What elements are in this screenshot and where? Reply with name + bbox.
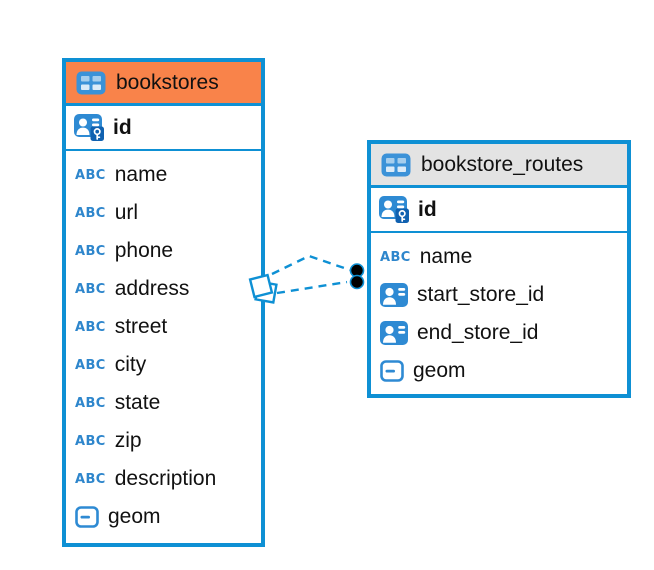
column-row[interactable]: ABC street xyxy=(66,308,261,346)
foreign-key-relationship[interactable] xyxy=(248,254,365,304)
primary-key-row[interactable]: id xyxy=(371,188,627,233)
column-name-label: phone xyxy=(114,239,174,262)
column-row[interactable]: ABC name xyxy=(371,238,627,276)
entity-bookstore-routes[interactable]: bookstore_routes id ABC name start_store_i… xyxy=(367,140,631,398)
primary-key-label: id xyxy=(418,197,437,221)
person-key-icon xyxy=(379,196,409,223)
abc-icon: ABC xyxy=(75,395,106,411)
column-name-label: name xyxy=(419,245,473,268)
abc-icon: ABC xyxy=(75,205,106,221)
relationship-dot-endpoint xyxy=(349,263,365,290)
column-name-label: zip xyxy=(114,429,142,452)
abc-icon: ABC xyxy=(75,319,106,335)
primary-key-row[interactable]: id xyxy=(66,106,261,151)
person-card-icon xyxy=(380,321,408,345)
column-row[interactable]: ABC url xyxy=(66,194,261,232)
abc-icon: ABC xyxy=(380,249,411,265)
column-row[interactable]: ABC phone xyxy=(66,232,261,270)
abc-icon: ABC xyxy=(75,243,106,259)
column-name-label: name xyxy=(114,163,168,186)
column-name-label: geom xyxy=(413,359,466,382)
column-row[interactable]: geom xyxy=(66,498,261,536)
abc-icon: ABC xyxy=(75,167,106,183)
column-row[interactable]: ABC name xyxy=(66,156,261,194)
column-row[interactable]: ABC city xyxy=(66,346,261,384)
column-name-label: state xyxy=(114,391,161,414)
relationship-line-upper xyxy=(271,254,351,276)
abc-icon: ABC xyxy=(75,281,106,297)
column-name-label: address xyxy=(114,277,190,300)
column-name-label: street xyxy=(114,315,168,338)
column-name-label: url xyxy=(114,201,139,224)
relationship-line-lower xyxy=(276,280,348,295)
column-row[interactable]: ABC zip xyxy=(66,422,261,460)
column-name-label: description xyxy=(114,467,217,490)
geometry-icon xyxy=(75,506,99,528)
primary-key-label: id xyxy=(113,115,132,139)
table-icon xyxy=(76,71,106,95)
geometry-icon xyxy=(380,360,404,382)
column-row[interactable]: ABC address xyxy=(66,270,261,308)
entity-bookstore-routes-title: bookstore_routes xyxy=(421,152,584,176)
table-icon xyxy=(381,153,411,177)
column-row[interactable]: ABC description xyxy=(66,460,261,498)
column-name-label: start_store_id xyxy=(417,283,545,306)
column-name-label: city xyxy=(114,353,147,376)
person-card-icon xyxy=(380,283,408,307)
column-row[interactable]: geom xyxy=(371,352,627,390)
person-key-icon xyxy=(74,114,104,141)
column-name-label: geom xyxy=(108,505,161,528)
entity-bookstore-routes-header[interactable]: bookstore_routes xyxy=(371,144,627,188)
column-row[interactable]: start_store_id xyxy=(371,276,627,314)
abc-icon: ABC xyxy=(75,471,106,487)
column-row[interactable]: end_store_id xyxy=(371,314,627,352)
column-row[interactable]: ABC state xyxy=(66,384,261,422)
abc-icon: ABC xyxy=(75,433,106,449)
column-name-label: end_store_id xyxy=(417,321,539,344)
abc-icon: ABC xyxy=(75,357,106,373)
entity-bookstores-title: bookstores xyxy=(116,70,219,94)
entity-bookstores-header[interactable]: bookstores xyxy=(66,62,261,106)
